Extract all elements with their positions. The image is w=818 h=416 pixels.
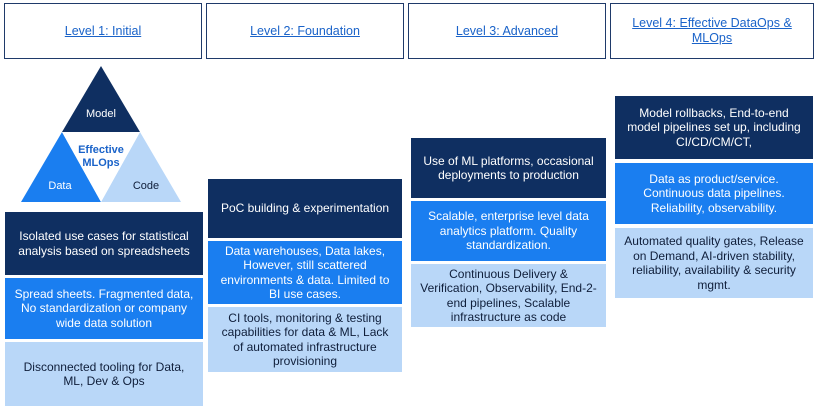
level-3-light-text: Continuous Delivery & Verification, Obse… [420, 266, 597, 325]
level-3-mid-text: Scalable, enterprise level data analytic… [428, 209, 589, 253]
triangle-left-data [21, 132, 101, 202]
level-3-mid-box: Scalable, enterprise level data analytic… [411, 201, 606, 261]
triangle-center-line-2: MLOps [82, 157, 120, 169]
level-3-header-label[interactable]: Level 3: Advanced [455, 23, 559, 38]
level-4-light-text: Automated quality gates, Release on Dema… [624, 234, 804, 292]
triangle-center [62, 132, 140, 202]
triangle-right-code [101, 132, 181, 202]
level-1-mid-text: Spread sheets. Fragmented data, No stand… [14, 286, 194, 330]
level-1-header-label[interactable]: Level 1: Initial [64, 23, 142, 38]
level-2-header-label[interactable]: Level 2: Foundation [250, 23, 360, 38]
level-1-light-box: Disconnected tooling for Data, ML, Dev &… [5, 342, 203, 406]
level-2-dark-text: PoC building & experimentation [220, 201, 390, 216]
triangle-label-model: Model [86, 108, 116, 120]
level-2-light-box: CI tools, monitoring & testing capabilit… [208, 307, 402, 372]
level-4-header[interactable]: Level 4: Effective DataOps & MLOps [610, 3, 814, 59]
level-3-dark-text: Use of ML platforms, occasional deployme… [423, 153, 594, 183]
level-3-header[interactable]: Level 3: Advanced [408, 3, 606, 59]
level-2-dark-box: PoC building & experimentation [208, 179, 402, 238]
triangle-top-model [62, 66, 140, 132]
level-4-dark-text: Model rollbacks, End-to-end model pipeli… [627, 105, 801, 149]
level-1-header[interactable]: Level 1: Initial [4, 3, 202, 59]
level-4-light-box: Automated quality gates, Release on Dema… [615, 228, 813, 298]
level-1-mid-box: Spread sheets. Fragmented data, No stand… [5, 278, 203, 339]
level-4-mid-text: Data as product/service. Continuous data… [643, 171, 785, 215]
level-3-light-box: Continuous Delivery & Verification, Obse… [411, 264, 606, 327]
triangle-label-data: Data [48, 180, 72, 192]
triangle-center-line-1: Effective [78, 144, 124, 156]
level-4-mid-box: Data as product/service. Continuous data… [615, 163, 813, 224]
level-3-dark-box: Use of ML platforms, occasional deployme… [411, 138, 606, 198]
level-2-mid-box: Data warehouses, Data lakes, However, st… [208, 241, 402, 304]
level-2-header[interactable]: Level 2: Foundation [206, 3, 404, 59]
level-4-header-label[interactable]: Level 4: Effective DataOps & MLOps [632, 16, 792, 45]
level-1-dark-text: Isolated use cases for statistical analy… [18, 229, 190, 258]
level-1-light-text: Disconnected tooling for Data, ML, Dev &… [23, 359, 185, 389]
triangle-label-code: Code [132, 180, 160, 192]
level-2-light-text: CI tools, monitoring & testing capabilit… [221, 310, 389, 369]
level-4-dark-box: Model rollbacks, End-to-end model pipeli… [615, 96, 813, 159]
triangle-label-center: Effective MLOps [71, 144, 131, 170]
level-2-mid-text: Data warehouses, Data lakes, However, st… [220, 243, 390, 302]
level-1-dark-box: Isolated use cases for statistical analy… [5, 212, 203, 275]
